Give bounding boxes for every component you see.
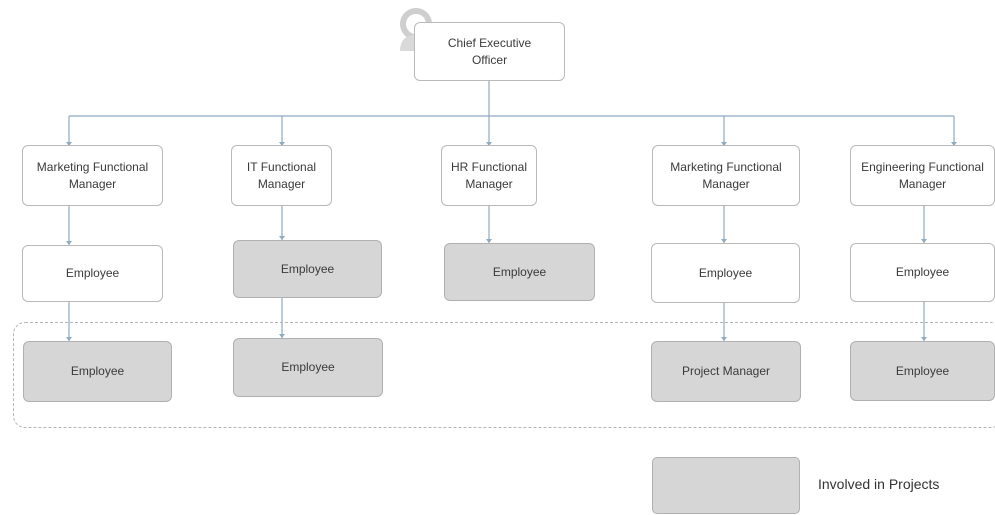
- employee-label: Employee: [281, 360, 335, 375]
- ceo-node: Chief Executive Officer: [414, 22, 565, 81]
- manager-label: Marketing Functional Manager: [36, 160, 149, 191]
- manager-label: HR Functional Manager: [450, 160, 528, 191]
- employee-node: Employee: [850, 243, 995, 302]
- employee-label: Employee: [70, 364, 125, 379]
- employee-label: Employee: [65, 266, 120, 281]
- ceo-title: Chief Executive Officer: [447, 36, 532, 67]
- employee-node: Employee: [22, 245, 163, 302]
- manager-node-hr: HR Functional Manager: [441, 145, 537, 206]
- employee-node-involved: Employee: [233, 240, 382, 298]
- arrowhead: [66, 337, 72, 341]
- arrowhead: [279, 334, 285, 338]
- arrowhead: [951, 142, 957, 146]
- manager-label: IT Functional Manager: [246, 160, 317, 191]
- manager-node-it: IT Functional Manager: [231, 145, 332, 206]
- manager-node-marketing-2: Marketing Functional Manager: [652, 145, 800, 206]
- arrowhead: [66, 241, 72, 245]
- arrowhead: [279, 142, 285, 146]
- legend-swatch: [652, 457, 800, 514]
- arrowhead: [279, 236, 285, 240]
- arrowhead: [66, 142, 72, 146]
- project-manager-label: Project Manager: [681, 364, 771, 379]
- employee-label: Employee: [895, 265, 950, 280]
- manager-label: Engineering Functional Manager: [861, 160, 984, 191]
- manager-node-marketing: Marketing Functional Manager: [22, 145, 163, 206]
- arrowhead: [921, 337, 927, 341]
- arrowhead: [721, 239, 727, 243]
- employee-label: Employee: [280, 261, 335, 276]
- employee-node-involved: Employee: [444, 243, 595, 301]
- employee-node: Employee: [651, 243, 800, 303]
- employee-label: Employee: [895, 363, 950, 378]
- employee-node-involved: Employee: [850, 341, 995, 401]
- employee-label: Employee: [698, 265, 753, 280]
- legend-label: Involved in Projects: [818, 476, 940, 492]
- arrowhead: [486, 142, 492, 146]
- manager-label: Marketing Functional Manager: [670, 160, 782, 191]
- arrowhead: [486, 239, 492, 243]
- employee-node-involved: Employee: [233, 338, 383, 397]
- employee-node-involved: Employee: [23, 341, 172, 402]
- arrowhead: [721, 337, 727, 341]
- arrowhead: [921, 239, 927, 243]
- manager-node-engineering: Engineering Functional Manager: [850, 145, 995, 206]
- project-manager-node: Project Manager: [651, 341, 801, 402]
- arrowhead: [721, 142, 727, 146]
- project-involvement-region: [13, 322, 995, 428]
- employee-label: Employee: [492, 264, 547, 279]
